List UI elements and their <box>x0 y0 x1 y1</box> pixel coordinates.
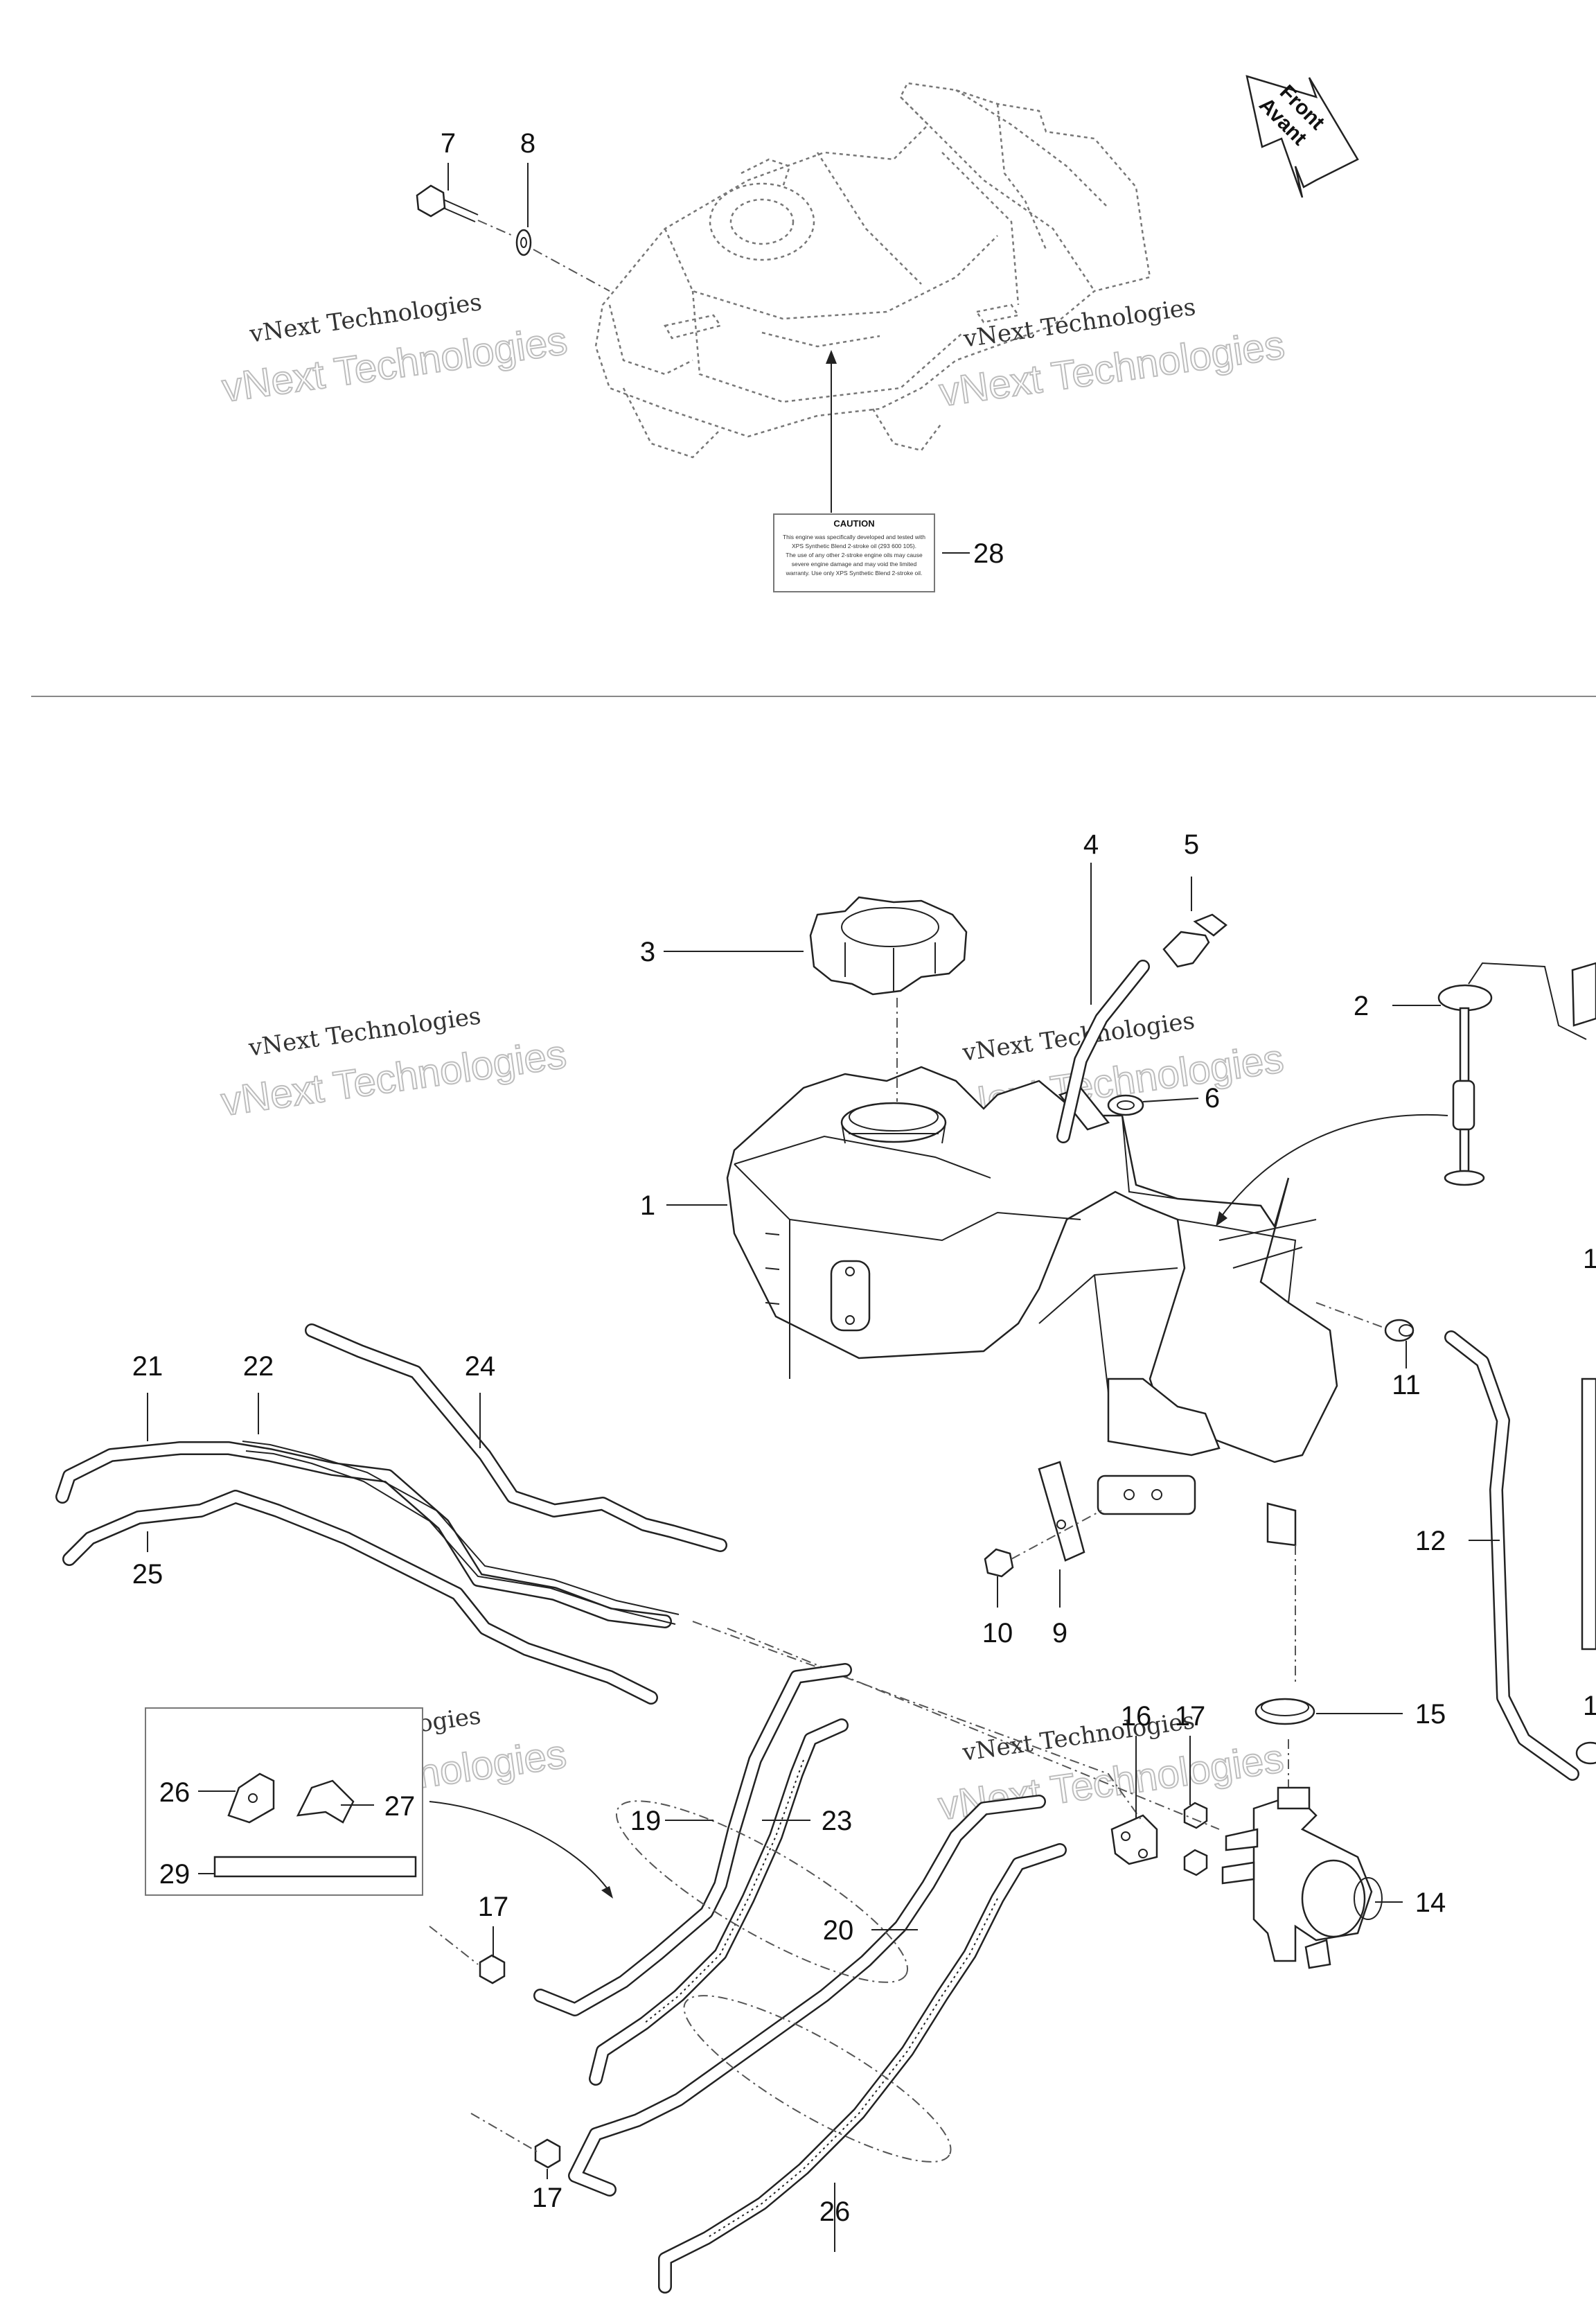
caution-line: severe engine damage and may void the li… <box>792 561 917 567</box>
callout-1-right: 1 <box>1583 1244 1596 1274</box>
hose-25 <box>658 1843 1067 2294</box>
callout-4: 4 <box>1083 829 1099 860</box>
washer-8 <box>515 229 532 256</box>
level-sensor-2 <box>1437 962 1596 1186</box>
tank-cap-3 <box>809 896 968 996</box>
arrowhead <box>1216 1211 1227 1226</box>
fitting-16 <box>1110 1814 1158 1865</box>
grommet-11 <box>1384 1319 1415 1342</box>
callout-25: 26 <box>819 2197 851 2227</box>
callout-28: 28 <box>973 538 1004 569</box>
caution-line: The use of any other 2-stroke engine oil… <box>786 552 923 558</box>
caution-title: CAUTION <box>833 518 874 529</box>
bolt-10 <box>984 1548 1014 1578</box>
callout-15: 15 <box>1415 1699 1446 1730</box>
callout-20: 21 <box>132 1351 163 1382</box>
oil-pump-14 <box>1221 1786 1383 1969</box>
callout-6: 6 <box>1205 1083 1220 1114</box>
fitting-5 <box>1162 913 1228 968</box>
nut-17-d <box>534 2138 561 2169</box>
caution-line: XPS Synthetic Blend 2-stroke oil (293 60… <box>792 543 916 549</box>
callout-1-lower-right: 1 <box>1583 1691 1596 1721</box>
callout-7: 7 <box>441 128 456 159</box>
caution-label-28: CAUTION This engine was specifically dev… <box>773 513 935 592</box>
callout-2: 2 <box>1354 991 1369 1021</box>
callout-3: 3 <box>640 937 655 967</box>
callout-17-b: 17 <box>478 1892 509 1922</box>
callout-21: 22 <box>243 1351 274 1382</box>
callout-19: 20 <box>823 1915 854 1946</box>
plate-9 <box>1038 1461 1085 1562</box>
arrowhead <box>826 350 837 364</box>
watermark-2: vNext Technologies vNext Technologies <box>936 293 1288 416</box>
watermark-1: vNext Technologies vNext Technologies <box>219 288 571 412</box>
callout-17-c: 17 <box>532 2183 563 2213</box>
callout-10: 10 <box>982 1618 1013 1648</box>
caution-line: warranty. Use only XPS Synthetic Blend 2… <box>786 570 923 576</box>
hose-19 <box>568 1795 1046 2197</box>
watermark-3: vNext Technologies vNext Technologies <box>218 1002 569 1125</box>
oil-tank-1 <box>726 1066 1338 1547</box>
callout-24: 25 <box>132 1559 163 1590</box>
callout-27: 27 <box>384 1791 416 1822</box>
clamp-6 <box>1107 1094 1144 1116</box>
callout-22: 23 <box>822 1806 853 1836</box>
hose-21 <box>242 1441 680 1625</box>
callout-8: 8 <box>520 128 535 159</box>
callout-12: 12 <box>1415 1526 1446 1556</box>
callout-18: 19 <box>630 1806 662 1836</box>
kit-box <box>145 1707 423 1896</box>
hose-24 <box>62 1490 658 1705</box>
callout-11: 11 <box>1392 1370 1421 1400</box>
hose-22 <box>589 1718 849 2086</box>
nut-17-b <box>1183 1849 1208 1876</box>
caution-line: This engine was specifically developed a… <box>783 534 925 540</box>
callout-23: 24 <box>465 1351 496 1382</box>
clamp-15 <box>1254 1698 1315 1725</box>
callout-16: 16 <box>1121 1701 1152 1732</box>
arrowhead <box>601 1886 613 1899</box>
callout-9: 9 <box>1052 1618 1067 1648</box>
callout-26: 26 <box>159 1777 190 1808</box>
callout-17-a: 17 <box>1175 1701 1206 1732</box>
part-1-right <box>1575 1378 1596 1765</box>
nut-17-a <box>1183 1802 1208 1829</box>
hose-20 <box>55 1441 672 1628</box>
vent-tube-4 <box>1056 960 1150 1143</box>
hose-23 <box>305 1323 727 1552</box>
bolt-7 <box>416 184 479 222</box>
callout-5: 5 <box>1184 829 1199 860</box>
callout-14: 14 <box>1415 1887 1446 1918</box>
callout-1: 1 <box>640 1190 655 1221</box>
front-direction-arrow: Front Avant <box>1245 75 1359 198</box>
vehicle-outline <box>594 82 1151 459</box>
hose-12 <box>1444 1330 1579 1781</box>
nut-17-c <box>479 1954 506 1984</box>
hose-18 <box>533 1663 852 2016</box>
callout-29: 29 <box>159 1859 190 1890</box>
